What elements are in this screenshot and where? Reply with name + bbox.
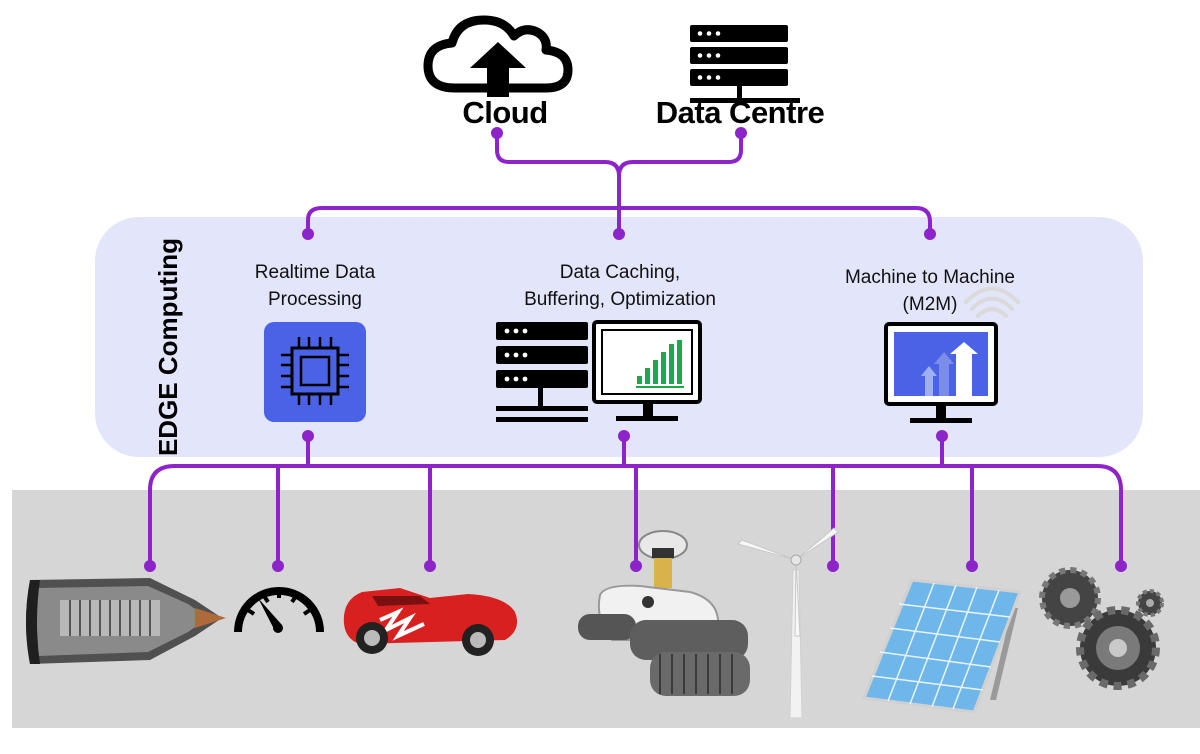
processor-chip-icon bbox=[264, 322, 366, 422]
cloud-label: Cloud bbox=[462, 95, 548, 130]
datacentre-connector bbox=[617, 135, 743, 177]
connector-dot bbox=[144, 560, 156, 572]
realtime-label-line2: Processing bbox=[268, 289, 362, 310]
cloud-upload-icon bbox=[423, 15, 573, 97]
connector-lines bbox=[148, 135, 1123, 566]
analytics-monitor-icon bbox=[592, 320, 702, 421]
m2m-label-line2: (M2M) bbox=[902, 294, 958, 315]
wind-turbine-icon bbox=[737, 527, 839, 719]
connector-dot bbox=[613, 228, 625, 240]
connector-dot bbox=[827, 560, 839, 572]
edge-top-bus bbox=[306, 206, 932, 234]
connector-dot bbox=[735, 127, 747, 139]
connector-dot bbox=[966, 560, 978, 572]
connector-dot bbox=[302, 228, 314, 240]
connector-dot bbox=[302, 430, 314, 442]
robot-icon bbox=[578, 530, 750, 696]
speedometer-icon bbox=[234, 587, 324, 633]
connector-dot bbox=[1115, 560, 1127, 572]
caching-label-line1: Data Caching, bbox=[559, 262, 681, 283]
connector-dot bbox=[630, 560, 642, 572]
connector-dot bbox=[491, 127, 503, 139]
data-centre-server-icon bbox=[690, 25, 800, 103]
wifi-icon bbox=[964, 286, 1020, 318]
connector-dots bbox=[144, 127, 1127, 572]
realtime-label-line1: Realtime Data bbox=[254, 262, 376, 283]
connector-dot bbox=[424, 560, 436, 572]
solar-panel-icon bbox=[861, 578, 1023, 714]
caching-server-icon bbox=[496, 322, 588, 422]
m2m-label-line1: Machine to Machine bbox=[844, 267, 1016, 288]
gears-icon bbox=[1039, 567, 1164, 690]
connector-dot bbox=[924, 228, 936, 240]
caching-label-line2: Buffering, Optimization bbox=[524, 289, 716, 310]
cloud-connector bbox=[495, 135, 621, 234]
m2m-label: Machine to Machine (M2M) bbox=[800, 264, 1060, 318]
jet-engine-icon bbox=[26, 578, 226, 664]
connector-dot bbox=[272, 560, 284, 572]
caching-label: Data Caching, Buffering, Optimization bbox=[470, 259, 770, 313]
connector-dot bbox=[936, 430, 948, 442]
m2m-monitor-icon bbox=[884, 322, 998, 423]
car-icon bbox=[343, 588, 518, 656]
connector-dot bbox=[618, 430, 630, 442]
realtime-processing-label: Realtime Data Processing bbox=[200, 259, 430, 313]
